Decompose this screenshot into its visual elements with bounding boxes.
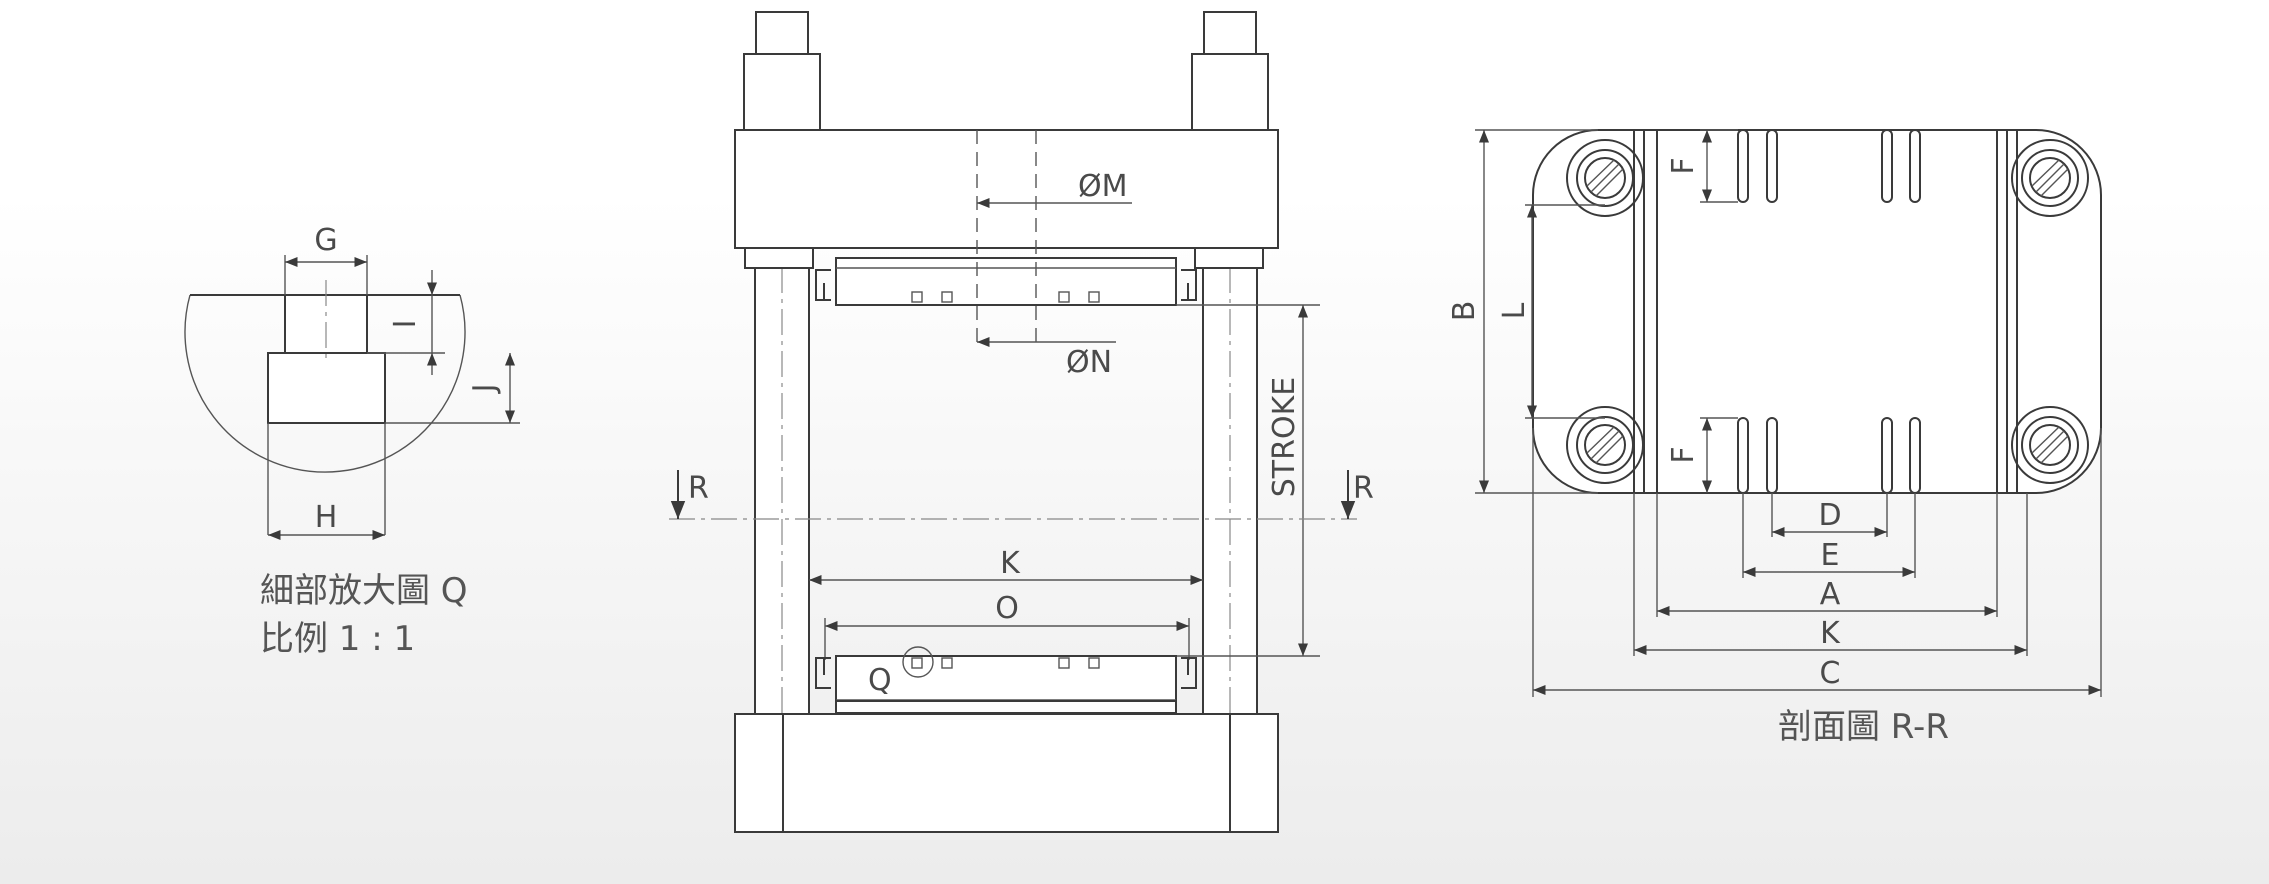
left-bushing-bottom bbox=[744, 247, 814, 269]
dim-f-bottom-label: F bbox=[1666, 446, 1701, 463]
section-post-top-right bbox=[2011, 139, 2089, 217]
right-bushing-top bbox=[1191, 53, 1269, 131]
lower-bolt-slots bbox=[911, 657, 1100, 669]
left-bushing-top bbox=[743, 53, 821, 131]
right-bushing-bottom bbox=[1194, 247, 1264, 269]
upper-slot-bar bbox=[835, 257, 1177, 306]
section-caption: 剖面圖 R-R bbox=[1778, 707, 1949, 747]
detail-slot-body bbox=[267, 352, 386, 424]
lower-slot-bar bbox=[835, 655, 1177, 702]
detail-caption-title: 細部放大圖 Q bbox=[260, 571, 468, 611]
detail-view-q: G H I J 細部放大圖 Q 比例 1 : 1 bbox=[184, 223, 520, 659]
dim-f-top-label: F bbox=[1666, 157, 1701, 174]
section-mark-left: R bbox=[688, 471, 709, 506]
right-post-cap bbox=[1203, 11, 1257, 55]
left-post-cap bbox=[755, 11, 809, 55]
dim-n-label: ØN bbox=[1066, 345, 1112, 380]
dim-m-label: ØM bbox=[1078, 169, 1128, 204]
upper-die-plate bbox=[734, 129, 1279, 249]
dim-i-label: I bbox=[388, 320, 423, 329]
dim-k-front-label: K bbox=[1000, 546, 1021, 581]
detail-q-callout-label: Q bbox=[868, 663, 892, 698]
dim-h-label: H bbox=[315, 500, 338, 535]
dim-g-label: G bbox=[314, 223, 337, 258]
section-view-r-r: F F L B D E A K C 剖面圖 R- bbox=[1447, 129, 2102, 747]
dim-o-label: O bbox=[995, 591, 1019, 626]
detail-q-callout-circle bbox=[902, 646, 934, 678]
section-outline bbox=[1532, 129, 2102, 494]
upper-bolt-slots bbox=[911, 291, 1100, 303]
section-post-bottom-right bbox=[2011, 406, 2089, 484]
dim-j-label: J bbox=[467, 384, 502, 395]
dim-k-section-label: K bbox=[1820, 616, 1841, 651]
section-post-top-left bbox=[1566, 139, 1644, 217]
section-post-bottom-left bbox=[1566, 406, 1644, 484]
lower-slot-base bbox=[835, 700, 1177, 714]
dim-e-label: E bbox=[1821, 538, 1840, 573]
dim-a-label: A bbox=[1820, 577, 1841, 612]
lower-die-plate bbox=[734, 713, 1279, 833]
detail-caption-scale: 比例 1 : 1 bbox=[260, 619, 415, 659]
section-mark-right: R bbox=[1353, 471, 1374, 506]
section-slots-top bbox=[1737, 129, 1921, 203]
dim-l-label: L bbox=[1497, 302, 1532, 319]
front-view: ØM ØN STROKE R R K O bbox=[669, 11, 1374, 833]
dim-c-label: C bbox=[1820, 656, 1841, 691]
dim-d-label: D bbox=[1818, 498, 1841, 533]
dim-stroke-label: STROKE bbox=[1267, 377, 1302, 497]
detail-circle-outline bbox=[184, 294, 466, 473]
dim-b-label: B bbox=[1447, 301, 1482, 322]
